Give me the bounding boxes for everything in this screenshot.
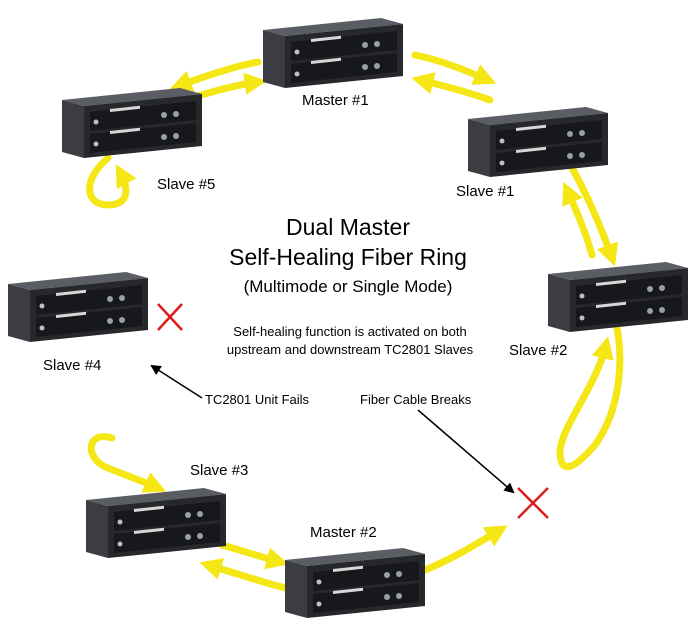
- label-master-2: Master #2: [310, 524, 377, 541]
- unit-failure-mark: [157, 303, 183, 331]
- note-line-2: upstream and downstream TC2801 Slaves: [226, 342, 474, 357]
- arrow-s1-to-s2: [568, 164, 619, 267]
- arrow-m1-to-s1: [411, 51, 497, 85]
- cable-break-mark: [517, 487, 549, 519]
- arrow-s3-to-m2: [218, 541, 289, 570]
- note-line-1: Self-healing function is activated on bo…: [233, 324, 467, 339]
- loop-s5: [86, 154, 137, 209]
- slave-3-unit: [86, 488, 226, 558]
- slave-5-unit: [62, 88, 202, 158]
- arrow-s1-to-m1: [411, 72, 494, 104]
- loop-s3: [87, 433, 167, 493]
- diagram-title-line-2: Self-Healing Fiber Ring: [229, 244, 467, 270]
- slave-2-unit: [548, 262, 688, 332]
- arrow-m2-to-s3: [199, 558, 289, 592]
- diagram-subtitle: (Multimode or Single Mode): [243, 277, 453, 296]
- cable-break-label: Fiber Cable Breaks: [360, 392, 472, 407]
- arrow-s2-down: [556, 314, 624, 471]
- slave-4-unit: [8, 272, 148, 342]
- label-master-1: Master #1: [302, 92, 369, 109]
- arrow-s2-to-s1: [562, 181, 596, 259]
- arrow-m2-to-break: [421, 525, 508, 574]
- label-slave-5: Slave #5: [157, 176, 216, 193]
- unit-failure-label: TC2801 Unit Fails: [205, 392, 310, 407]
- master-1-unit: [263, 18, 403, 88]
- label-slave-1: Slave #1: [456, 183, 515, 200]
- label-slave-4: Slave #4: [43, 357, 102, 374]
- pointer-to-slave-4: [150, 364, 203, 399]
- pointer-to-cable-break: [417, 409, 515, 494]
- master-2-unit: [285, 548, 425, 618]
- label-slave-2: Slave #2: [509, 342, 568, 359]
- arrow-m1-to-s5: [169, 58, 262, 92]
- label-slave-3: Slave #3: [190, 462, 249, 479]
- slave-1-unit: [468, 107, 608, 177]
- diagram-title-line-1: Dual Master: [286, 214, 410, 240]
